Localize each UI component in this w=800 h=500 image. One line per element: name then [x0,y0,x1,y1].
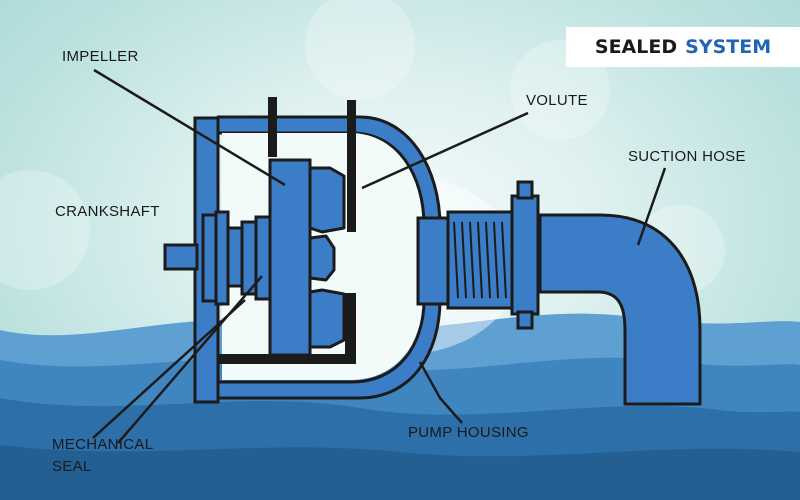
label-impeller: IMPELLER [62,48,139,65]
leader-pump-housing [418,361,463,424]
leader-lines [92,68,667,444]
hose-thread [453,221,507,299]
crankshaft [163,213,220,303]
label-crankshaft: CRANKSHAFT [55,203,160,220]
leader-mechanical-seal [92,299,246,439]
leader-impeller [93,68,286,187]
leader-mechanical-seal-2 [117,275,263,444]
volute-plate [218,97,356,364]
title-word-system: SYSTEM [685,36,772,58]
mechanical-seal [214,210,272,306]
title-banner: SEALED SYSTEM [566,27,800,67]
suction-hose [538,213,702,406]
impeller [268,158,346,357]
leader-suction-hose [636,167,667,246]
label-volute: VOLUTE [526,92,588,109]
label-pump-housing: PUMP HOUSING [408,424,529,441]
title-word-sealed: SEALED [594,36,678,58]
label-suction-hose: SUCTION HOSE [628,148,746,165]
label-mechanical-seal: MECHANICAL SEAL [52,436,154,475]
leader-volute [361,111,529,190]
